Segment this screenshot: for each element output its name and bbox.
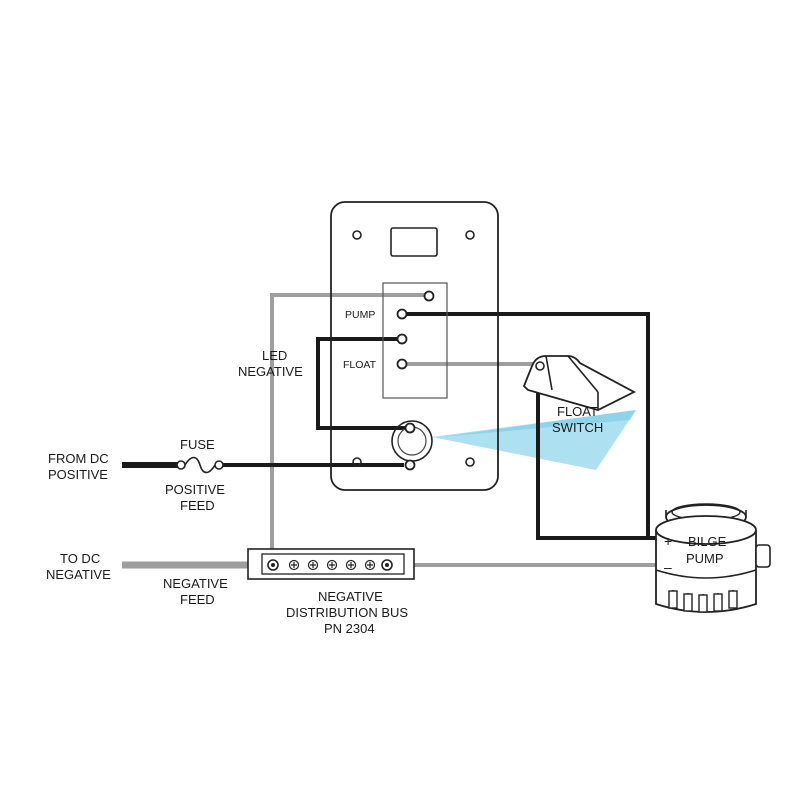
switch-panel: PUMP FLOAT [330, 201, 499, 491]
positive-feed-label-1: POSITIVE [165, 482, 225, 497]
panel-screw-tr [465, 230, 475, 240]
led-negative-label-2: NEGATIVE [238, 364, 303, 379]
float-switch-icon [522, 355, 636, 411]
breaker-terminal-bottom [404, 459, 416, 471]
negative-bus-label-1: NEGATIVE [318, 589, 383, 604]
negative-wires [122, 293, 664, 569]
bilge-pump-icon [655, 503, 771, 613]
panel-screw-br [465, 457, 475, 467]
negative-feed-label-1: NEGATIVE [163, 576, 228, 591]
bilge-pump-label-1: BILGE [688, 534, 727, 549]
led-negative-wire [270, 293, 425, 565]
panel-plate [330, 201, 499, 491]
from-dc-positive-label-2: POSITIVE [48, 467, 108, 482]
terminal-jumper [396, 333, 408, 345]
float-switch-label-1: FLOAT [557, 404, 598, 419]
fuse-label: FUSE [180, 437, 215, 452]
float-switch-wire [536, 372, 658, 540]
negative-feed-label-2: FEED [180, 592, 215, 607]
led-negative-label-1: LED [262, 348, 287, 363]
terminal-pump [396, 308, 408, 320]
pump-minus-label: – [664, 559, 672, 575]
float-switch-label-2: SWITCH [552, 420, 603, 435]
positive-feed-label-2: FEED [180, 498, 215, 513]
positive-wires [122, 312, 658, 540]
pump-feed-wire [402, 312, 650, 538]
to-dc-negative-label-2: NEGATIVE [46, 567, 111, 582]
negative-bus-label-2: DISTRIBUTION BUS [286, 605, 408, 620]
panel-screw-bl [352, 457, 362, 467]
from-dc-positive-label-1: FROM DC [48, 451, 109, 466]
pump-plus-label: + [664, 533, 672, 549]
fuse-icon [176, 456, 224, 474]
to-dc-negative-label-1: TO DC [60, 551, 100, 566]
bilge-pump-label-2: PUMP [686, 551, 724, 566]
float-switch-beam [432, 410, 636, 470]
terminal-float [396, 358, 408, 370]
terminal-led [423, 290, 435, 302]
led-window [390, 227, 438, 257]
terminal-float-label: FLOAT [343, 359, 377, 371]
terminal-strip [382, 282, 448, 399]
panel-screw-tl [352, 230, 362, 240]
float-jumper-wire [316, 337, 408, 430]
negative-bus-icon [247, 548, 415, 580]
breaker-terminal-top [404, 422, 416, 434]
negative-bus-label-3: PN 2304 [324, 621, 375, 636]
terminal-pump-label: PUMP [345, 309, 375, 321]
